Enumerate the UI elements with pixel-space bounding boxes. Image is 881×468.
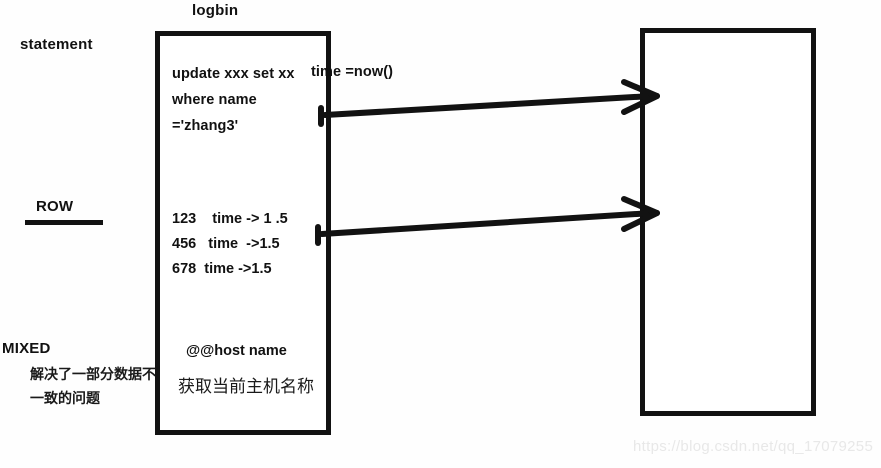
row-replication-arrow: [315, 196, 660, 246]
statement-sql-line-1: update xxx set xx: [172, 66, 295, 82]
mixed-host-variable: @@host name: [186, 343, 287, 359]
logbin-title: logbin: [192, 2, 239, 19]
row-event-line-3: 678 time ->1.5: [172, 261, 272, 277]
label-mixed-format: MIXED: [2, 340, 51, 357]
statement-sql-now-expression: time =now(): [311, 64, 394, 80]
label-statement-format: statement: [20, 36, 93, 53]
mixed-note-line-1: 解决了一部分数据不: [30, 367, 156, 383]
logbin-box: [155, 31, 331, 435]
replica-box: [640, 28, 816, 416]
row-event-line-2: 456 time ->1.5: [172, 236, 280, 252]
label-row-format: ROW: [36, 198, 74, 215]
statement-sql-line-3: ='zhang3': [172, 118, 239, 134]
statement-replication-arrow: [318, 79, 660, 127]
mixed-note-line-2: 一致的问题: [30, 391, 100, 407]
row-label-underline: [25, 220, 103, 225]
row-event-line-1: 123 time -> 1 .5: [172, 211, 288, 227]
csdn-watermark: https://blog.csdn.net/qq_17079255: [633, 438, 874, 455]
statement-sql-line-2: where name: [172, 92, 257, 108]
mixed-host-description: 获取当前主机名称: [178, 377, 314, 397]
